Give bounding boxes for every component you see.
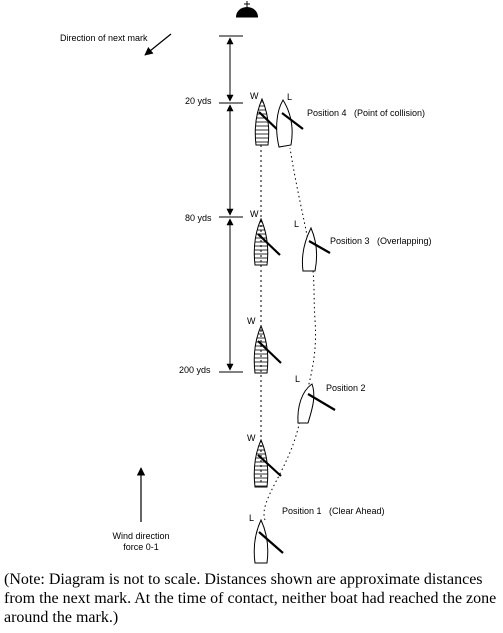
leeward-boat-pos1 — [253, 518, 284, 564]
leeward-boat-pos4 — [276, 99, 304, 148]
leeward-boat-pos2 — [297, 383, 336, 424]
boat-label-w3: W — [250, 209, 259, 219]
distance-scale — [219, 35, 243, 373]
wind-direction-label: Wind direction — [112, 531, 169, 541]
rules-diagram: Direction of next mark 20 yds 80 yds 200… — [60, 1, 432, 564]
boat-label-wa: W — [247, 316, 256, 326]
boat-label-l2: L — [295, 374, 300, 384]
diagonal-arrow-icon — [144, 33, 172, 56]
distance-label-200: 200 yds — [179, 365, 211, 375]
boat-label-l1: L — [249, 513, 254, 523]
distance-label-80: 80 yds — [185, 213, 212, 223]
next-mark-direction-label: Direction of next mark — [60, 33, 148, 43]
windward-boat-pos3 — [253, 217, 281, 266]
boat-label-wb: W — [247, 433, 256, 443]
boat-label-l3: L — [294, 219, 299, 229]
windward-boat-b — [253, 438, 282, 488]
distance-label-20: 20 yds — [185, 96, 212, 106]
leeward-track — [263, 147, 317, 521]
wind-force-label: force 0-1 — [123, 542, 159, 552]
boat-label-l4: L — [287, 92, 292, 102]
position-1-label: Position 1 (Clear Ahead) — [282, 506, 385, 516]
buoy-mark-icon — [236, 1, 258, 18]
position-3-label: Position 3 (Overlapping) — [330, 236, 432, 246]
position-2-label: Position 2 — [326, 383, 366, 393]
position-4-label: Position 4 (Point of collision) — [307, 108, 425, 118]
windward-boat-a — [253, 324, 282, 374]
diagram-note: (Note: Diagram is not to scale. Distance… — [4, 571, 497, 626]
boat-label-w4: W — [250, 91, 259, 101]
leeward-boat-pos3 — [301, 226, 331, 272]
